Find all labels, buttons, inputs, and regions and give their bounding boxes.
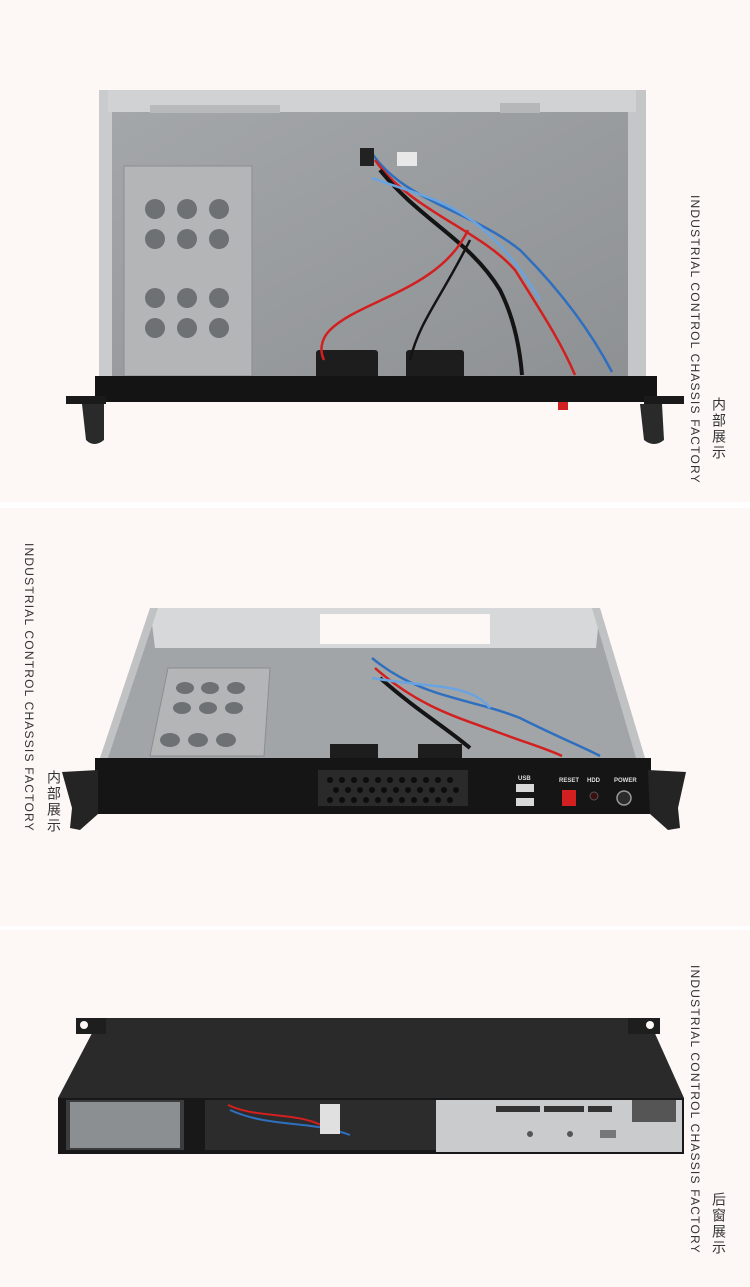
caption-text: 内部展示 [46,770,62,834]
cooling-fan [330,744,378,758]
rack-ear-right [648,770,686,830]
molex-connector [397,152,417,166]
caption-text: 后窗展示 [711,1192,727,1256]
reset-label: RESET [559,778,580,784]
interior-angled-view-panel: USB RESET HDD POWER INDUSTRIAL CONTROL C… [0,508,750,926]
cooling-fan [418,744,462,758]
molex-connector [320,1104,340,1134]
rack-ear-right [628,1018,660,1034]
psu-slot [632,1100,676,1122]
chassis-lid [58,1018,684,1098]
rear-window-view-panel: INDUSTRIAL CONTROL CHASSIS FACTORY 后窗展示 [0,930,750,1287]
chassis-angled-photo [62,608,686,830]
usb-port [516,784,534,792]
rack-ear-left [62,770,98,830]
front-panel [95,376,657,402]
caption-text: 内部展示 [711,397,727,461]
hdd-led [589,791,599,801]
drive-mount-bracket [149,667,271,757]
interior-top-view-panel: INDUSTRIAL CONTROL CHASSIS FACTORY 内部展示 [0,0,750,502]
brand-text: INDUSTRIAL CONTROL CHASSIS FACTORY [22,543,36,832]
usb-label: USB [518,776,531,782]
connector [360,148,374,166]
chassis-rear-photo [58,1018,684,1154]
rack-ear-left [66,396,106,404]
rack-handle-right [640,404,664,444]
power-button [616,790,632,806]
cooling-fan [316,350,378,380]
brand-text: INDUSTRIAL CONTROL CHASSIS FACTORY [688,965,702,1254]
right-side-wall [592,608,645,758]
wire-harness [320,149,614,376]
reset-button [562,790,576,806]
brand-text: INDUSTRIAL CONTROL CHASSIS FACTORY [688,195,702,484]
right-side-wall [624,90,646,380]
left-side-wall [100,608,158,758]
hdd-label: HDD [587,778,600,784]
cooling-fan [406,350,464,380]
power-label: POWER [614,778,637,784]
usb-port [516,798,534,806]
chassis-top-photo [66,90,684,444]
drive-mount-bracket [123,165,253,377]
rack-ear-right [644,396,684,404]
rack-handle-left [82,404,104,444]
wire-harness [371,657,601,758]
